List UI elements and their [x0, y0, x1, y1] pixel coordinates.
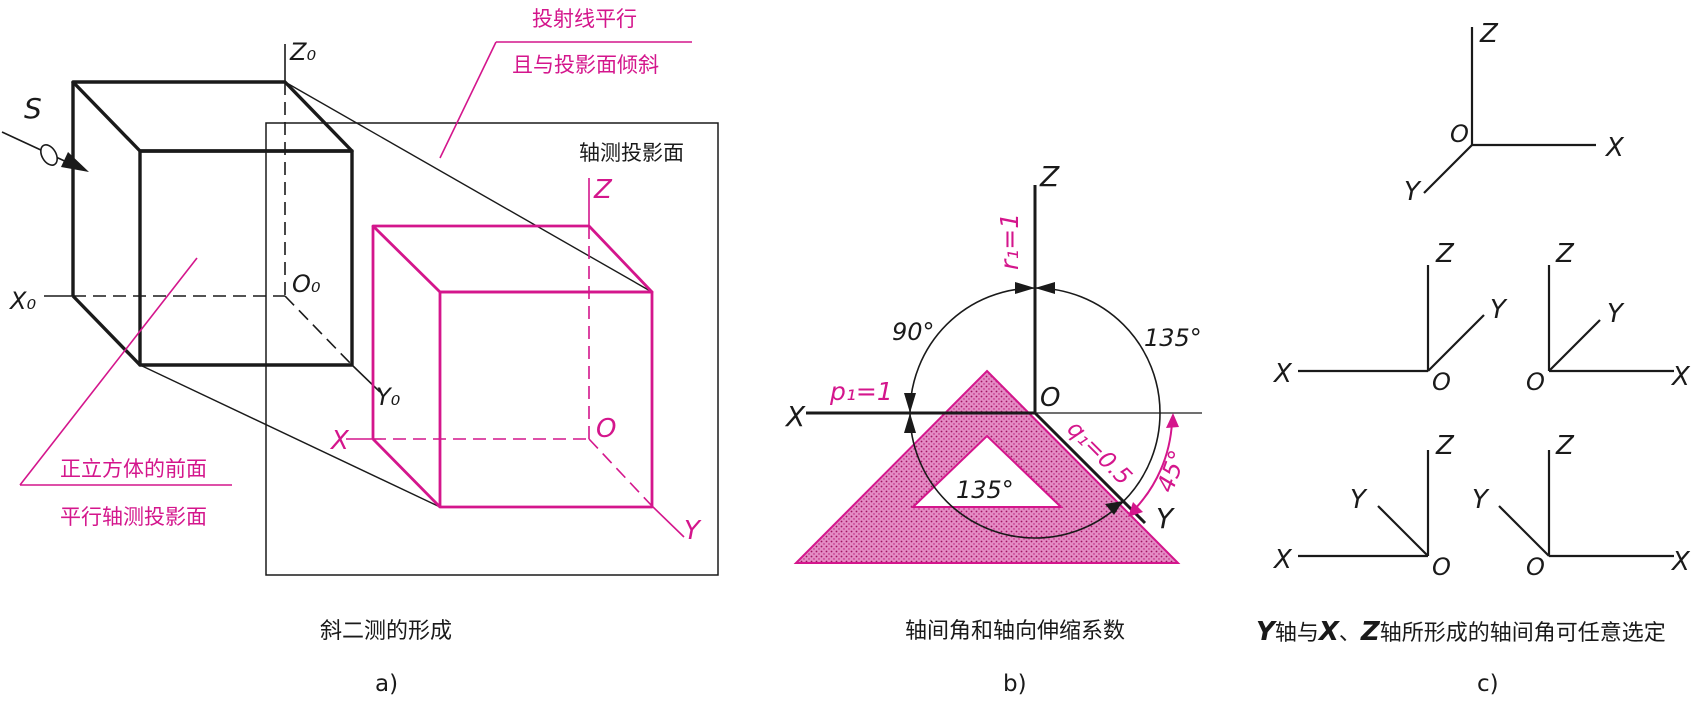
z-label: Z [1039, 160, 1060, 193]
axis-set-bottom-left-z: Z [1435, 431, 1455, 461]
axis-set-top-y: Y [1404, 177, 1422, 207]
axis-set-middle-right-x: X [1670, 362, 1691, 392]
left-callout-leader [19, 257, 232, 486]
axis-set-top-o: O [1450, 120, 1469, 148]
arrow-left-bottom [904, 413, 916, 433]
axis-set-top [1423, 27, 1596, 194]
left-callout-line1: 正立方体的前面 [60, 457, 207, 481]
black-cube [71, 80, 354, 367]
panel-b-label: b) [1003, 671, 1027, 697]
angle-zy-label: 135° [1144, 324, 1202, 352]
angle-45-arc [1132, 421, 1173, 512]
axis-set-top-z: Z [1479, 19, 1499, 49]
arrow-left-top [904, 393, 916, 413]
projected-o-label: O [596, 414, 616, 444]
panel-c-caption-z: Z [1360, 617, 1381, 647]
axis-set-bottom-left-x: X [1272, 545, 1293, 575]
projected-z-label: Z [593, 175, 613, 205]
axis-set-middle-left-y: Y [1490, 295, 1508, 325]
panel-c: Z X O Y Z X Y O Z Y O X Z Y X [1256, 19, 1691, 697]
panel-c-caption: Y轴与X、Z轴所形成的轴间角可任意选定 [1256, 617, 1666, 647]
panel-a-caption: 斜二测的形成 [320, 619, 452, 644]
axis-set-middle-left-x: X [1272, 359, 1293, 389]
axis-set-bottom-right-o: O [1526, 553, 1545, 581]
arrow-top-right [1035, 282, 1055, 294]
arrow-bottom-right [1105, 501, 1123, 515]
panel-c-caption-part1: 轴与 [1275, 621, 1319, 646]
panel-c-caption-x: X [1317, 617, 1341, 647]
panel-c-caption-y: Y [1256, 617, 1278, 647]
projection-plane [265, 122, 719, 576]
angle-45-label: 45° [1151, 446, 1192, 496]
y-axis [1033, 411, 1147, 525]
panel-a: S Z₀ X₀ O₀ Y₀ Z X O Y 轴测投影面 [1, 7, 719, 697]
axis-set-middle-right [1547, 265, 1674, 373]
o0-label: O₀ [292, 270, 321, 298]
panel-b-caption: 轴间角和轴向伸缩系数 [905, 619, 1125, 644]
panel-a-label: a) [375, 671, 398, 697]
top-callout-leader [439, 41, 692, 159]
axis-set-bottom-left-o: O [1432, 553, 1451, 581]
magenta-cube [371, 224, 654, 509]
angle-xy-label: 135° [956, 476, 1014, 504]
projection-plane-label: 轴测投影面 [579, 141, 684, 165]
y-label: Y [1156, 502, 1175, 535]
axis-set-middle-left [1298, 265, 1485, 373]
axis-set-middle-right-y: Y [1607, 299, 1625, 329]
y0-axis-tail [351, 364, 381, 393]
axis-set-bottom-right-z: Z [1555, 431, 1575, 461]
z0-label: Z₀ [289, 38, 316, 66]
axis-set-bottom-right-x: X [1670, 547, 1691, 577]
set-square [793, 369, 1181, 564]
x-label: X [784, 400, 806, 433]
axis-set-middle-right-o: O [1526, 368, 1545, 396]
x0-label: X₀ [8, 287, 36, 315]
axis-set-bottom-left-y: Y [1350, 485, 1368, 515]
top-callout-line2: 且与投影面倾斜 [512, 53, 659, 77]
projected-y-axis-tail [651, 505, 685, 538]
black-cube-hidden-edges [73, 82, 353, 366]
angle-45-arrow-bottom [1128, 502, 1143, 517]
panel-c-caption-part2: 轴所形成的轴间角可任意选定 [1380, 621, 1666, 646]
top-callout-line1: 投射线平行 [532, 7, 637, 31]
axis-set-middle-left-o: O [1432, 368, 1451, 396]
axis-set-bottom-right-y: Y [1472, 485, 1490, 515]
direction-s-arrow [1, 131, 89, 172]
y0-label: Y₀ [376, 383, 401, 411]
p-coefficient: p₁=1 [829, 377, 893, 406]
magenta-cube-hidden-edges [373, 226, 653, 507]
axis-set-bottom-left [1298, 450, 1430, 558]
r-coefficient: r₁=1 [995, 213, 1024, 270]
axis-set-middle-left-z: Z [1435, 239, 1455, 269]
projected-y-label: Y [684, 516, 702, 546]
angle-45-arrow-top [1166, 413, 1179, 428]
projection-rays [139, 81, 653, 508]
axis-set-middle-right-z: Z [1555, 239, 1575, 269]
arrow-top-left [1015, 282, 1035, 294]
angle-xz-label: 90° [892, 318, 935, 346]
panel-b: Z X Y O p₁=1 r₁=1 q₁=0.5 90° 135° 135° 4… [784, 160, 1202, 697]
o-label: O [1040, 383, 1060, 413]
axis-set-top-x: X [1604, 133, 1625, 163]
axis-set-bottom-right [1498, 450, 1674, 558]
projected-x-label: X [329, 426, 350, 456]
left-callout-line2: 平行轴测投影面 [60, 505, 207, 529]
direction-s-label: S [24, 92, 42, 125]
panel-c-label: c) [1477, 671, 1499, 697]
panel-c-caption-sep: 、 [1339, 621, 1361, 646]
